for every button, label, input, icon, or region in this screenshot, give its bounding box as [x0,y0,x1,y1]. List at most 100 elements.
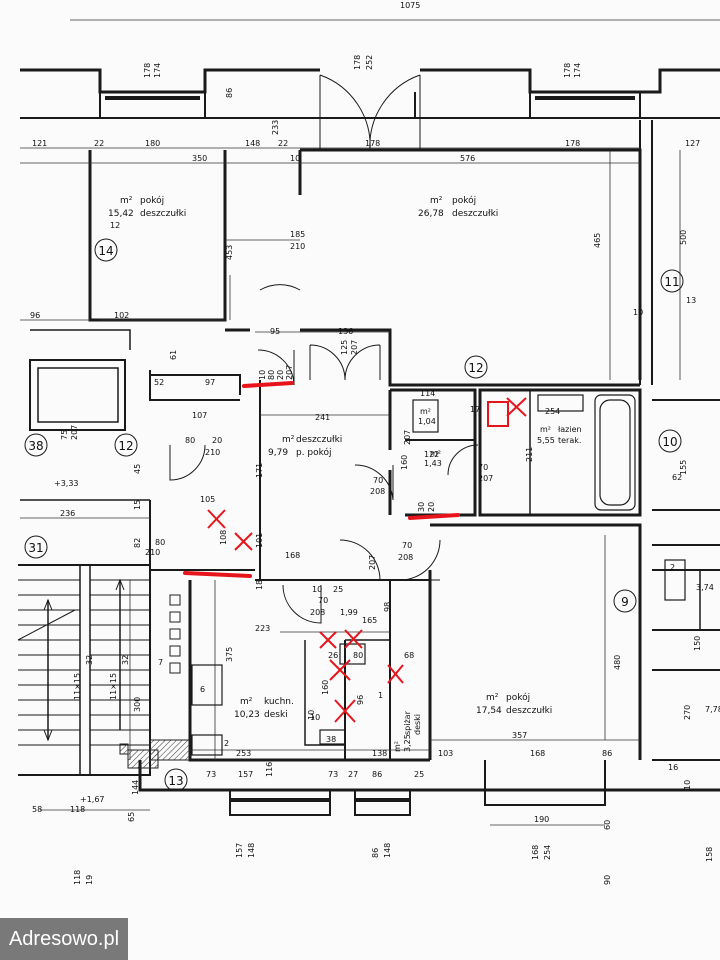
closet-unit: m² [430,449,441,458]
dimension-label: 10 [290,154,300,163]
dimension-label: 70 [478,463,488,472]
room-12-floor: deszczułki [452,209,498,219]
dimension-label: 52 [154,378,164,387]
dimension-label: 86 [371,848,380,858]
dimension-label: 253 [236,749,251,758]
dimension-label: 7,78 [705,705,720,714]
dimension-label: 45 [133,464,142,474]
dimension-label: 2 [224,739,229,748]
room-number-circles [24,238,684,792]
pantry-unit: m² [393,741,402,752]
dimension-label: 98 [383,602,392,612]
dimension-label: 144 [131,780,140,795]
dimension-label: 168 [531,845,540,860]
hall-unit: m² [282,435,295,445]
dimension-label: 210 [145,548,160,557]
dimension-label: 118 [73,870,82,885]
dimension-label: 86 [225,88,234,98]
room-9-unit: m² [486,693,499,703]
dimension-label: 19 [85,875,94,885]
dimension-label: 208 [370,487,385,496]
kitchen-area: 10,23 [234,710,260,720]
dimension-label: 25 [414,770,424,779]
room-number: 9 [621,595,629,609]
room-labels: m² pokój 15,42 deszczułki m² pokój 26,78… [108,195,582,752]
room-12-name: pokój [452,195,476,206]
room-number: 38 [28,439,43,453]
room-14-unit: m² [120,196,133,206]
room-14-area: 15,42 [108,209,134,219]
dimension-label: 190 [534,815,549,824]
room-number: 14 [98,244,113,258]
closet-area: 1,43 [424,459,442,468]
dimension-label: 96 [356,695,365,705]
dimension-label: 27 [348,770,358,779]
watermark: Adresowo.pl [0,918,128,960]
dimension-label: 236 [60,509,75,518]
kitchen-floor: deski [264,710,288,720]
dimension-label: 136 [338,327,353,336]
hall-area: 9,79 [268,448,288,458]
bath-floor: terak. [558,436,581,445]
dimension-label: 208 [310,608,325,617]
dimension-label: 375 [225,647,234,662]
room-14-floor: deszczułki [140,209,186,219]
kitchen-name: kuchn. [264,697,294,707]
dimension-label: 357 [512,731,527,740]
red-marks [183,381,460,578]
bath-unit: m² [540,425,551,434]
dimension-label: 150 [693,636,702,651]
dimension-label: 22 [278,139,288,148]
hall-name: p. pokój [296,447,332,458]
dimension-label: 60 [603,820,612,830]
dimension-label: 178 [143,63,152,78]
dimension-label: 11×15 [73,673,82,700]
dimension-label: 114 [420,389,435,398]
dimension-label: 174 [573,63,582,78]
dimension-label: 207 [403,430,412,445]
dimension-label: 178 [365,139,380,148]
dimension-label: 105 [200,495,215,504]
room-12-area: 26,78 [418,209,444,219]
dimension-label: 13 [686,296,696,305]
toilet [412,399,439,433]
dimension-label: 10 [258,370,267,380]
dimension-label: 180 [145,139,160,148]
dimension-label: 168 [285,551,300,560]
dimension-label: 12 [110,221,120,230]
dimension-label: 254 [545,407,560,416]
dimension-labels: 1075 178 174 86 178 252 178 174 121 22 1… [30,1,720,885]
dimension-label: 20 [276,370,285,380]
dimension-label: 75 [60,430,69,440]
room-number: 31 [28,541,43,555]
dimension-label: 90 [603,875,612,885]
room-number: 11 [664,275,679,289]
doors [169,74,479,624]
dimension-label: 254 [543,845,552,860]
dimension-label: 174 [153,63,162,78]
vent-shafts [119,594,191,769]
dimension-label: 178 [565,139,580,148]
dimension-label: 18 [255,580,264,590]
dimension-label: 160 [400,455,409,470]
dimension-label: 223 [255,624,270,633]
wc-unit: m² [420,407,431,416]
walls [18,68,720,816]
room-number: 12 [468,361,483,375]
dimension-label: 210 [205,448,220,457]
dimension-label: 118 [70,805,85,814]
dimension-label: 107 [192,411,207,420]
dimension-lines [20,19,720,826]
dimension-label: 270 [683,705,692,720]
dimension-label: 2 [670,563,675,572]
dimension-label: 80 [185,436,195,445]
dimension-label: 82 [133,538,142,548]
bath-name: łazien [558,425,582,434]
bathtub [594,394,636,511]
dimension-label: 30 [417,502,426,512]
dimension-label: 20 [212,436,222,445]
dimension-label: 86 [602,749,612,758]
dimension-label: 80 [267,370,276,380]
dimension-label: 10 [307,710,316,720]
dimension-label: 11×15 [109,673,118,700]
